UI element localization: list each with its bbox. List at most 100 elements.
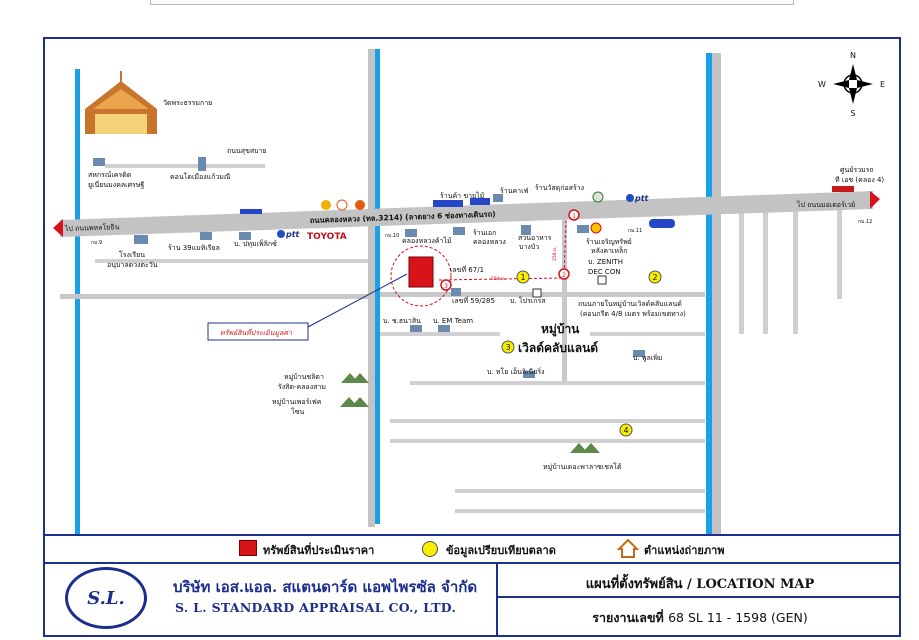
building-icon (633, 350, 645, 357)
footer-divider-h (496, 596, 901, 598)
building-icon (438, 325, 450, 332)
village-icon (340, 373, 600, 453)
company-name-thai: บริษัท เอส.แอล. สแตนดาร์ด แอพไพรซัล จำกั… (173, 578, 478, 596)
perfect-label-1: หมู่บ้านเพอร์เฟค (272, 398, 322, 406)
chalida-label-1: หมู่บ้านชลิดา (284, 373, 324, 381)
village-title-1: หมู่บ้าน (541, 322, 580, 337)
building-icon (451, 288, 461, 296)
taiyo-label: บ. ทโย เอ็นจิเนียริ่ง (487, 367, 545, 376)
company-logo: S.L. (65, 567, 147, 629)
car-icon (832, 186, 854, 192)
toyota-label: TOYOTA (307, 232, 347, 242)
marker-3-number: 3 (505, 343, 510, 352)
photo-location-icon (617, 538, 639, 558)
legend-subject-label: ทรัพย์สินที่ประเมินราคา (263, 544, 375, 557)
village-title-2: เวิลด์คลับแลนด์ (518, 341, 598, 355)
truck-icon (470, 198, 490, 205)
zenith-label-1: บ. ZENITH (588, 258, 623, 266)
to-motorway-label: ไป ถนนมอเตอร์เวย์ (796, 200, 855, 209)
ek-label-1: ร้านเอก (473, 229, 496, 237)
road-side-4 (837, 199, 842, 299)
food-label-2: บางบัว (519, 243, 539, 251)
map-title: แผนที่ตั้งทรัพย์สิน / LOCATION MAP (585, 577, 815, 592)
subject-label: ทรัพย์สินที่ประเมินมูลค่า (220, 327, 293, 337)
km12-label: กม.12 (858, 219, 872, 225)
coop-label-1: สหกรณ์เครดิต (88, 171, 132, 179)
road-h-5 (590, 332, 705, 336)
road-h-4 (380, 332, 500, 336)
marker-1-number: 1 (520, 273, 525, 282)
marker-4-number: 4 (623, 426, 628, 435)
thanasin-label: บ. ช.ธนาสิน (383, 317, 421, 325)
arrow-right (870, 191, 880, 209)
building-icon (523, 371, 535, 378)
distance-line-h (438, 277, 563, 281)
7-eleven-icon (336, 199, 348, 211)
marker-2-number: 2 (652, 273, 657, 282)
road-side-2 (763, 199, 768, 334)
road-inner-vertical (562, 219, 567, 384)
road-h-9 (455, 489, 705, 493)
subject-pointer (307, 273, 408, 328)
box-icon (597, 275, 607, 285)
report-number: รายงานเลขที่ 68 SL 11 - 1598 (GEN) (497, 608, 903, 628)
arrow-left (53, 219, 63, 237)
building-icon (577, 225, 589, 233)
perfect-label-2: โซน (291, 407, 305, 416)
temple-icon (85, 71, 157, 134)
logo-text: S.L. (87, 587, 125, 609)
legend-photo-label: ตำแหน่งถ่ายภาพ (644, 544, 725, 557)
tiles-label: คลองหลวงค้าไม้ (402, 236, 452, 245)
building-icon (198, 157, 206, 171)
truck-icon (433, 200, 463, 207)
inner-road-label-1: ถนนภายในหมู่บ้านเวิลด์คลับแลนด์ (578, 299, 682, 308)
company-name-english: S. L. STANDARD APPRAISAL CO., LTD. (175, 600, 457, 615)
road-h-6 (410, 381, 705, 385)
road-h-7 (390, 419, 705, 423)
propas-label: บ. โปรเกรส (510, 296, 546, 305)
road-h-3 (380, 292, 705, 297)
distance-label-2: 258 ม. (552, 247, 558, 261)
pumpetch-label: บ. ปทุมเพ็ลิกซ์ (234, 239, 277, 248)
charoen-label-2: หลังคาเหล็ก (591, 246, 627, 255)
charoen-label-1: ร้านเจริญทรัพย์ (586, 238, 632, 246)
comparable-marker-3 (501, 340, 515, 354)
food-label-1: สวนอาหาร (518, 234, 552, 242)
comparable-marker-1 (516, 270, 530, 284)
to-phahon-label: ไป ถนนพหลโยธิน (64, 222, 120, 233)
road-main (60, 191, 873, 237)
road-h-2 (95, 259, 368, 263)
subject-swatch (239, 540, 257, 556)
road-side-1 (739, 199, 744, 334)
photo-marker-2: 2 (558, 268, 570, 280)
temple-label: วัดพระธรรมกาย (163, 99, 212, 107)
service-label-1: ศูนย์รวมรถ (840, 166, 874, 174)
building-icon (493, 194, 503, 202)
window-top-edge (150, 0, 794, 5)
building-icon (200, 232, 212, 240)
distance-label-1: 558 ม. (491, 276, 505, 282)
wood-store-label: ร้านค้า ขายไม้ (440, 191, 484, 200)
road-vertical-right (712, 53, 721, 534)
leplateau-label: หมู่บ้านเดอะพาลาซเชลโต้ (543, 462, 622, 471)
ptt-icon (277, 230, 285, 238)
canal-middle (375, 49, 380, 524)
comparable-swatch (422, 541, 438, 557)
building-icon (521, 225, 531, 235)
km10-label: กม.10 (385, 233, 399, 239)
mcdonalds-icon (321, 200, 331, 210)
inner-road-label-2: (คอนกรีต 4/8 เมตร พร้อมเขตทาง) (580, 310, 686, 318)
canal-right (706, 53, 712, 534)
photo-marker-1: 1 (568, 209, 580, 221)
footer-divider (496, 562, 498, 635)
road-h-left-1 (105, 164, 265, 168)
road-vertical-left (368, 49, 375, 527)
compass-rose (833, 64, 873, 104)
station-icon (592, 191, 604, 203)
store39-label: ร้าน 39แมทิเรียล (168, 244, 220, 252)
building-icon (453, 227, 465, 235)
building-icon (410, 325, 422, 332)
comparable-marker-2 (648, 270, 662, 284)
footer: S.L. บริษัท เอส.แอล. สแตนดาร์ด แอพไพรซัล… (43, 562, 901, 637)
road-side-3 (793, 199, 798, 334)
